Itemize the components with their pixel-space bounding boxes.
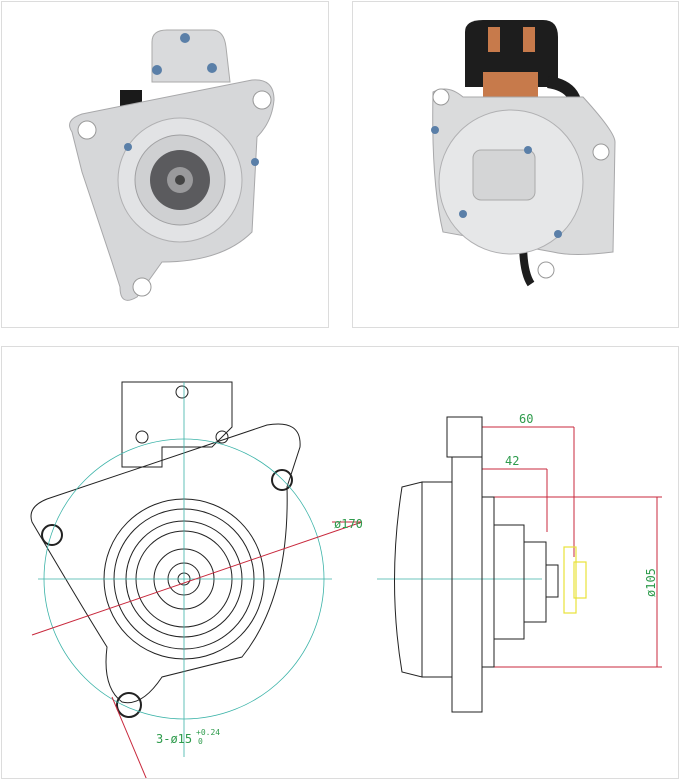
tolerance-lower: 0 [198, 737, 203, 746]
side-view [394, 416, 559, 713]
pinion-outline [563, 546, 587, 614]
length-42-label: 42 [505, 454, 519, 468]
starter-rear-image [431, 20, 616, 287]
pilot-diameter-label: ø105 [644, 568, 658, 597]
center-lines [38, 382, 542, 757]
tolerance-upper: +0.24 [196, 728, 220, 737]
photo-rear-view [352, 1, 679, 328]
mount-holes-label: 3-ø15 [156, 732, 192, 746]
technical-drawing: ø170 3-ø15 +0.24 0 60 42 ø105 [30, 381, 662, 778]
length-60-label: 60 [519, 412, 533, 426]
photo-front-view [1, 1, 329, 328]
dimension-lines [31, 426, 662, 778]
technical-drawing-panel: ø170 3-ø15 +0.24 0 60 42 ø105 [1, 346, 679, 779]
front-view [30, 381, 301, 718]
bolt-circle-label: ø170 [334, 517, 363, 531]
starter-front-image [69, 29, 275, 301]
